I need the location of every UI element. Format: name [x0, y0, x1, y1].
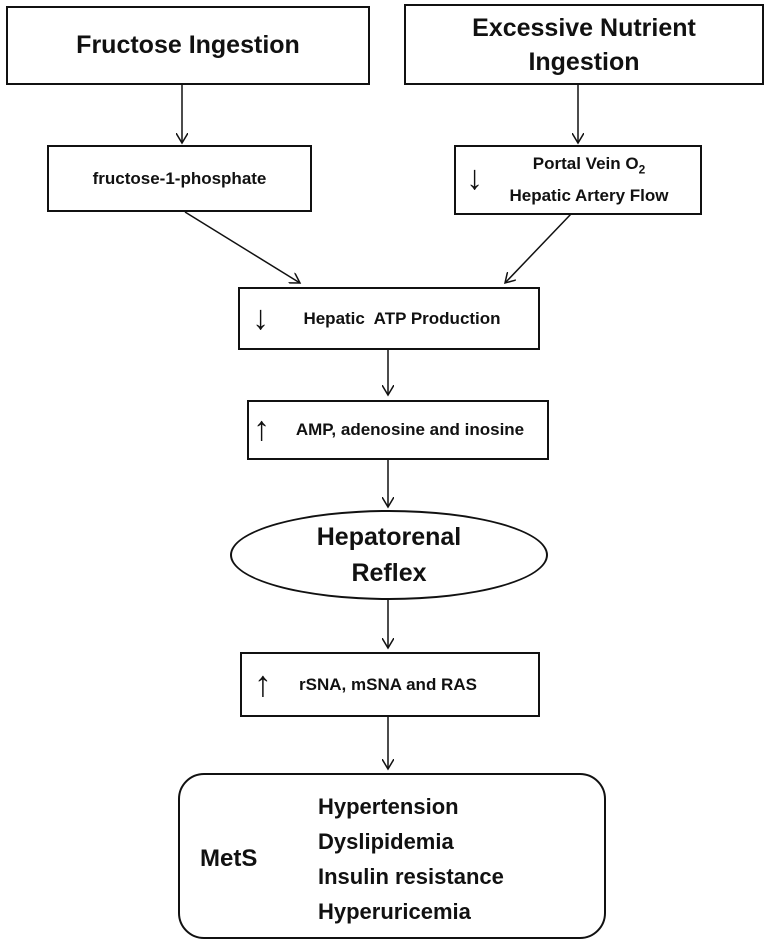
hepatorenal-line1: Hepatorenal	[316, 523, 462, 551]
portal-vein-subscript: 2	[638, 162, 646, 177]
rsna-label: rSNA, mSNA and RAS	[299, 674, 477, 694]
hepatic-atp-box: ↓ Hepatic ATP Production	[238, 287, 540, 350]
excessive-nutrient-line1: Excessive Nutrient	[472, 13, 696, 42]
excessive-nutrient-line2: Ingestion	[528, 47, 640, 76]
down-arrow-icon: ↓	[252, 299, 269, 337]
mets-item-insulin-resistance: Insulin resistance	[318, 864, 504, 889]
mets-box: MetS Hypertension Dyslipidemia Insulin r…	[178, 773, 606, 939]
fructose-1-phosphate-box: fructose-1-phosphate	[47, 145, 312, 212]
fructose-ingestion-label: Fructose Ingestion	[76, 31, 300, 59]
hepatic-artery-flow-label: Hepatic Artery Flow	[509, 185, 669, 205]
amp-adenosine-label: AMP, adenosine and inosine	[295, 420, 525, 439]
portal-vein-label: Portal Vein O	[532, 154, 639, 174]
fructose-ingestion-box: Fructose Ingestion	[6, 6, 370, 85]
mets-item-dyslipidemia: Dyslipidemia	[318, 829, 454, 854]
down-arrow-icon: ↓	[466, 159, 483, 197]
up-arrow-icon: ↑	[253, 410, 270, 448]
mets-item-hyperuricemia: Hyperuricemia	[318, 899, 471, 924]
arrow-f1p-to-atp	[184, 211, 300, 283]
fructose-1-phosphate-label: fructose-1-phosphate	[92, 168, 267, 188]
rsna-box: ↑ rSNA, mSNA and RAS	[240, 652, 540, 717]
mets-label: MetS	[200, 845, 258, 872]
mets-item-hypertension: Hypertension	[318, 794, 459, 819]
mets-conditions-list: Hypertension Dyslipidemia Insulin resist…	[318, 789, 504, 929]
hepatorenal-line2: Reflex	[351, 559, 427, 587]
hepatic-atp-label: Hepatic ATP Production	[303, 308, 501, 328]
hepatorenal-reflex-ellipse: Hepatorenal Reflex	[230, 510, 548, 600]
arrow-portal-to-atp	[505, 213, 572, 283]
amp-adenosine-box: ↑ AMP, adenosine and inosine	[247, 400, 549, 460]
up-arrow-icon: ↑	[254, 663, 272, 704]
portal-vein-box: ↓ Portal Vein O2 Hepatic Artery Flow	[454, 145, 702, 215]
excessive-nutrient-box: Excessive Nutrient Ingestion	[404, 4, 764, 85]
